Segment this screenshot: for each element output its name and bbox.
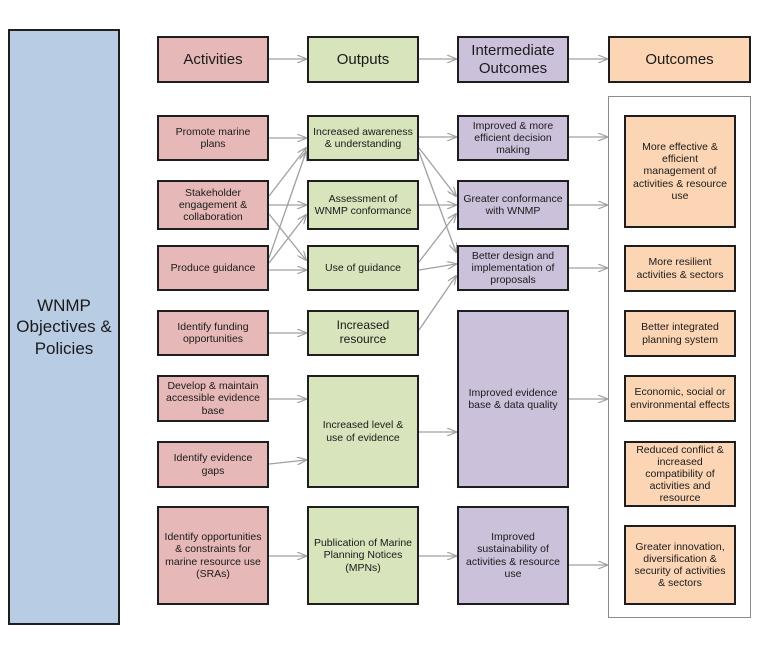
arrow-use-conformance [418, 214, 456, 263]
outcome-economic-social-environmental: Economic, social or environmental effect… [624, 375, 736, 422]
output-increased-resource: Increased resource [307, 310, 419, 356]
outcome-better-integrated-planning: Better integrated planning system [624, 310, 736, 357]
arrow-stakeholder-guidance [268, 213, 306, 260]
output-publication-mpns: Publication of Marine Planning Notices (… [307, 506, 419, 605]
outcome-more-resilient: More resilient activities & sectors [624, 245, 736, 292]
intermediate-improved-sustainability: Improved sustainability of activities & … [457, 506, 569, 605]
outcome-reduced-conflict: Reduced conflict & increased compatibili… [624, 441, 736, 507]
header-outcomes: Outcomes [608, 36, 751, 83]
outcome-more-effective-management: More effective & efficient management of… [624, 115, 736, 228]
intermediate-improved-decision-making: Improved & more efficient decision makin… [457, 115, 569, 161]
activity-develop-evidence-base: Develop & maintain accessible evidence b… [157, 375, 269, 422]
header-intermediate-outcomes: Intermediate Outcomes [457, 36, 569, 83]
intermediate-improved-evidence-base: Improved evidence base & data quality [457, 310, 569, 488]
arrow-use-design [418, 264, 456, 271]
arrow-awareness-conformance [418, 147, 456, 196]
arrow-stakeholder-awareness [268, 148, 306, 197]
intermediate-better-design: Better design and implementation of prop… [457, 245, 569, 291]
arrow-guidance-awareness [268, 152, 306, 259]
output-assessment-conformance: Assessment of WNMP conformance [307, 180, 419, 230]
activity-identify-opportunities: Identify opportunities & constraints for… [157, 506, 269, 605]
header-activities: Activities [157, 36, 269, 83]
output-increased-awareness: Increased awareness & understanding [307, 115, 419, 161]
arrow-awareness-design [418, 151, 456, 252]
intermediate-greater-conformance: Greater conformance with WNMP [457, 180, 569, 230]
objectives-box: WNMP Objectives & Policies [8, 29, 120, 625]
outcome-greater-innovation: Greater innovation, diversification & se… [624, 525, 736, 605]
arrow-resource-design [418, 276, 456, 331]
outcomes-group-frame [608, 96, 751, 618]
header-outputs: Outputs [307, 36, 419, 83]
arrow-gaps-evidence [268, 460, 306, 464]
activity-identify-evidence-gaps: Identify evidence gaps [157, 441, 269, 488]
activity-promote-marine-plans: Promote marine plans [157, 115, 269, 161]
activity-stakeholder-engagement: Stakeholder engagement & collaboration [157, 180, 269, 230]
output-use-of-guidance: Use of guidance [307, 245, 419, 291]
output-increased-evidence: Increased level & use of evidence [307, 375, 419, 488]
activity-identify-funding: Identify funding opportunities [157, 310, 269, 356]
arrow-guidance-assessment [268, 215, 306, 264]
activity-produce-guidance: Produce guidance [157, 245, 269, 291]
